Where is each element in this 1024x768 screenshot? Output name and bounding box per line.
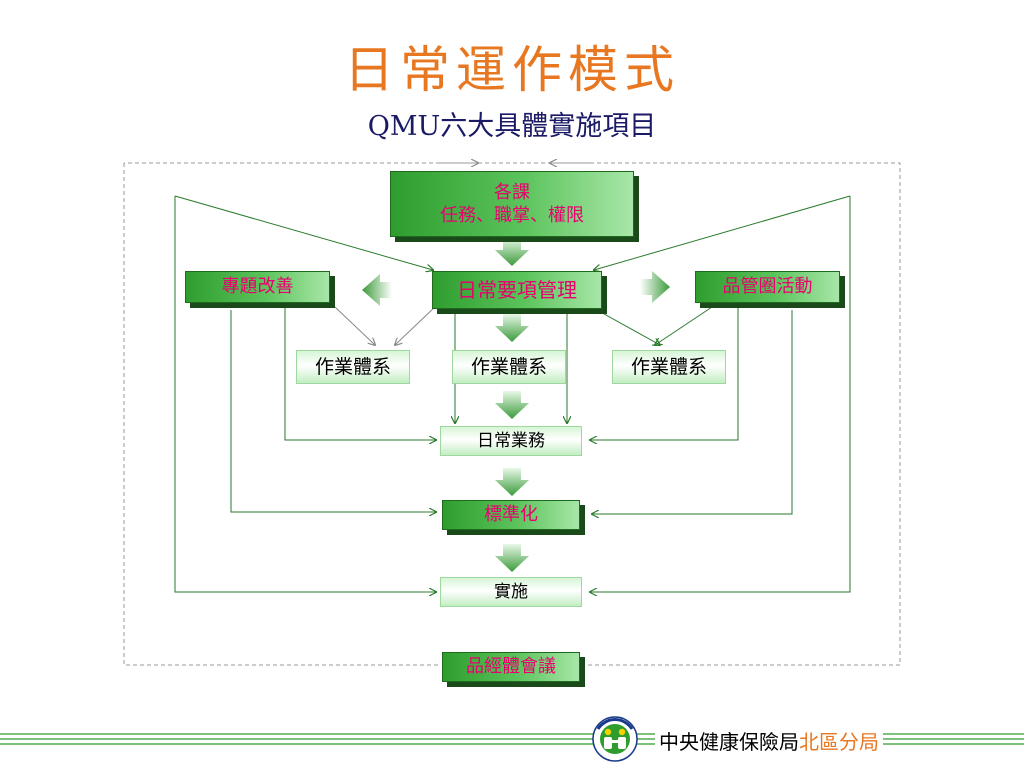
page-subtitle: QMU六大具體實施項目 (367, 111, 657, 142)
work-system-center-box: 作業體系 (452, 350, 566, 384)
nhi-logo-icon (592, 716, 638, 762)
work-system-left-box: 作業體系 (296, 350, 410, 384)
quality-meeting-box: 品經體會議 (442, 652, 580, 682)
footer-branch-name: 北區分局 (799, 730, 879, 754)
feedback-loop (123, 163, 901, 666)
department-label: 各課 (494, 181, 530, 203)
qc-circle-box: 品管圈活動 (695, 271, 840, 303)
duties-label: 任務、職掌、權限 (440, 205, 584, 226)
special-improvement-box: 專題改善 (185, 271, 330, 303)
standardization-box: 標準化 (442, 500, 580, 530)
implementation-box: 實施 (440, 577, 582, 607)
department-duties-box: 各課 任務、職掌、權限 (390, 171, 634, 237)
flow-block-arrows (362, 238, 670, 572)
footer-org-name: 中央健康保險局 (659, 730, 799, 754)
outer-right-connector (590, 196, 851, 592)
outer-left-connector (174, 196, 436, 592)
footer-org: 中央健康保險局北區分局 (655, 726, 883, 755)
daily-business-box: 日常業務 (440, 426, 582, 456)
work-system-right-box: 作業體系 (612, 350, 726, 384)
page-title: 日常運作模式 (344, 41, 680, 99)
daily-management-box: 日常要項管理 (432, 271, 602, 309)
